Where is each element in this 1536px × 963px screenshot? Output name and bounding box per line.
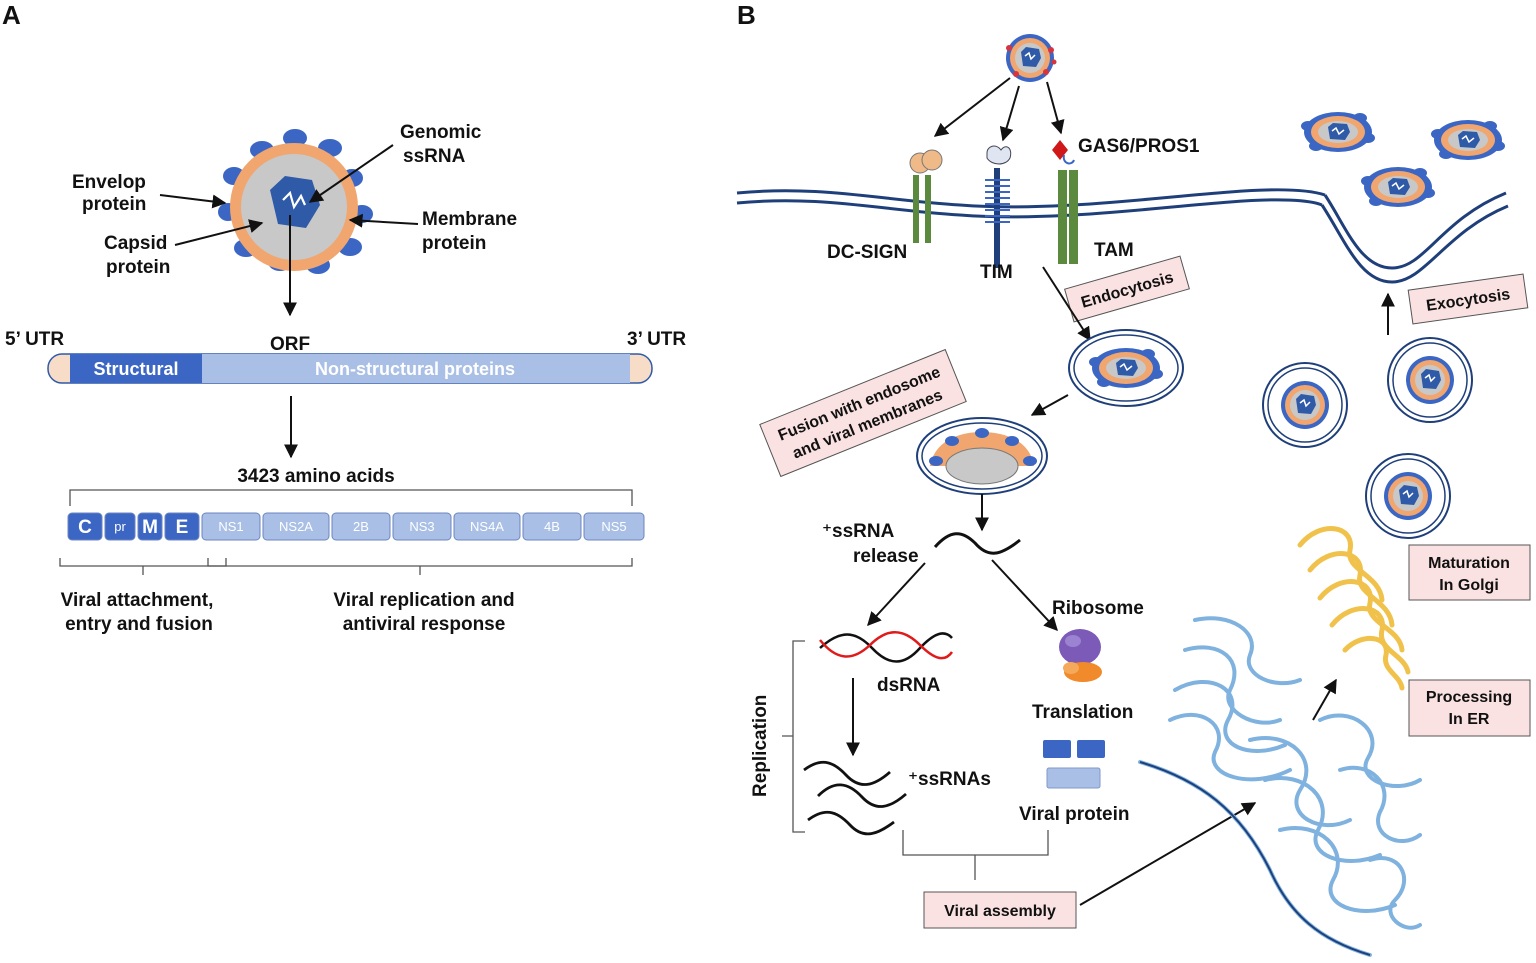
released-virions: [1300, 111, 1506, 208]
release-label-1: ⁺ssRNA: [822, 521, 895, 542]
tim-receptor: [985, 145, 1012, 268]
panel-letter-b: B: [737, 0, 756, 30]
protein-label-e: E: [176, 517, 189, 538]
endocytosis-arrow: [1042, 266, 1091, 342]
protein-segment-2b: [331, 512, 391, 541]
gas6-label: GAS6/PROS1: [1078, 136, 1200, 157]
release-label-2: release: [853, 546, 919, 567]
protein-segment-e: [164, 512, 200, 541]
envelop-label-2: protein: [82, 194, 146, 215]
replication-label: Replication: [750, 695, 771, 797]
structural-group-bracket: [59, 558, 227, 575]
genomic-label-2: ssRNA: [403, 146, 466, 167]
svg-text:In ER: In ER: [1449, 711, 1490, 728]
to-fusion-arrow: [1030, 394, 1069, 416]
protein-segment-pr: [104, 512, 136, 541]
protein-label-ns2a: NS2A: [279, 519, 313, 534]
protein-segment-4b: [522, 512, 582, 541]
nonstructural-group-bracket: [207, 558, 633, 575]
ssrnas-label: ⁺ssRNAs: [908, 769, 991, 790]
protein-label-pr: pr: [114, 519, 126, 534]
secretory-vesicles: [1262, 337, 1473, 539]
er-membrane-edge: [1139, 761, 1371, 956]
dsrna-helix: [819, 631, 954, 663]
dsrna-label: dsRNA: [877, 675, 941, 696]
golgi-stack: [1297, 526, 1411, 691]
viral-protein-label: Viral protein: [1019, 804, 1130, 825]
orf-label: ORF: [270, 334, 310, 355]
viral-assembly-box: Viral assembly: [923, 891, 1077, 929]
protein-label-c: C: [78, 517, 92, 538]
assembly-to-er-arrow: [1079, 802, 1257, 906]
protein-label-m: M: [142, 517, 158, 538]
protein-segment-ns5: [583, 512, 645, 541]
assembly-bracket: [902, 830, 1049, 880]
processing-box: Processing In ER: [1408, 679, 1531, 737]
exocytosis-box: Exocytosis: [1407, 273, 1529, 325]
utr3-label: 3’ UTR: [627, 329, 686, 350]
svg-text:In Golgi: In Golgi: [1439, 577, 1499, 594]
released-ssrna-strand: [933, 532, 1021, 555]
tim-label: TIM: [980, 262, 1013, 283]
endosome-1: [1068, 329, 1184, 407]
maturation-box: Maturation In Golgi: [1408, 544, 1531, 601]
incoming-virion: [1005, 33, 1057, 83]
structural-group-label-2: entry and fusion: [65, 614, 213, 635]
endocytosis-box: Endocytosis: [1064, 255, 1190, 323]
ribosome-label: Ribosome: [1052, 598, 1144, 619]
svg-text:Maturation: Maturation: [1428, 555, 1510, 572]
polyprotein-length-label: 3423 amino acids: [237, 466, 394, 487]
structural-segment-label: Structural: [93, 359, 178, 379]
protein-segment-m: [137, 512, 163, 541]
nonstructural-segment-label: Non-structural proteins: [315, 359, 515, 379]
polyprotein-bracket: [69, 489, 633, 506]
protein-label-ns1: NS1: [218, 519, 243, 534]
tam-label: TAM: [1094, 240, 1134, 261]
membrane-label-2: protein: [422, 233, 486, 254]
virion-diagram: [218, 129, 373, 274]
panel-letter-a: A: [2, 0, 21, 30]
protein-segment-ns4a: [453, 512, 521, 541]
protein-segment-ns2a: [262, 512, 330, 541]
dc-sign-label: DC-SIGN: [827, 242, 907, 263]
protein-label-4b: 4B: [544, 519, 560, 534]
structural-group-label-1: Viral attachment,: [61, 590, 214, 611]
membrane-label-1: Membrane: [422, 209, 517, 230]
protein-segment-c: [67, 512, 103, 541]
protein-label-ns3: NS3: [409, 519, 434, 534]
ssrnas-strands: [803, 760, 907, 836]
tam-receptor: [1052, 140, 1078, 264]
cell-membrane: [736, 188, 1509, 284]
branch-arrows: [867, 559, 1058, 632]
protein-segment-ns1: [201, 512, 261, 541]
genomic-label-1: Genomic: [400, 122, 482, 143]
translation-label: Translation: [1032, 702, 1133, 723]
viral-protein-icons: [1043, 740, 1105, 789]
er-network: [1138, 616, 1422, 957]
endosome-fusing: [916, 417, 1048, 495]
protein-segment-ns3: [392, 512, 452, 541]
protein-label-2b: 2B: [353, 519, 369, 534]
capsid-label-1: Capsid: [104, 233, 167, 254]
protein-label-ns4a: NS4A: [470, 519, 504, 534]
capsid-label-2: protein: [106, 257, 170, 278]
svg-text:Processing: Processing: [1426, 689, 1512, 706]
ribosome-icon: [1059, 629, 1102, 682]
attachment-arrows: [933, 77, 1065, 142]
svg-text:Viral assembly: Viral assembly: [944, 903, 1056, 920]
protein-label-ns5: NS5: [601, 519, 626, 534]
virion-pointer-arrows: [159, 144, 419, 317]
genome-bar: [47, 353, 653, 384]
envelop-label-1: Envelop: [72, 172, 146, 193]
utr5-label: 5’ UTR: [5, 329, 64, 350]
er-to-golgi-arrow: [1312, 678, 1337, 721]
replication-bracket: [782, 640, 805, 833]
nonstructural-group-label-2: antiviral response: [343, 614, 506, 635]
nonstructural-group-label-1: Viral replication and: [333, 590, 514, 611]
dc-sign-receptor: [909, 149, 943, 243]
